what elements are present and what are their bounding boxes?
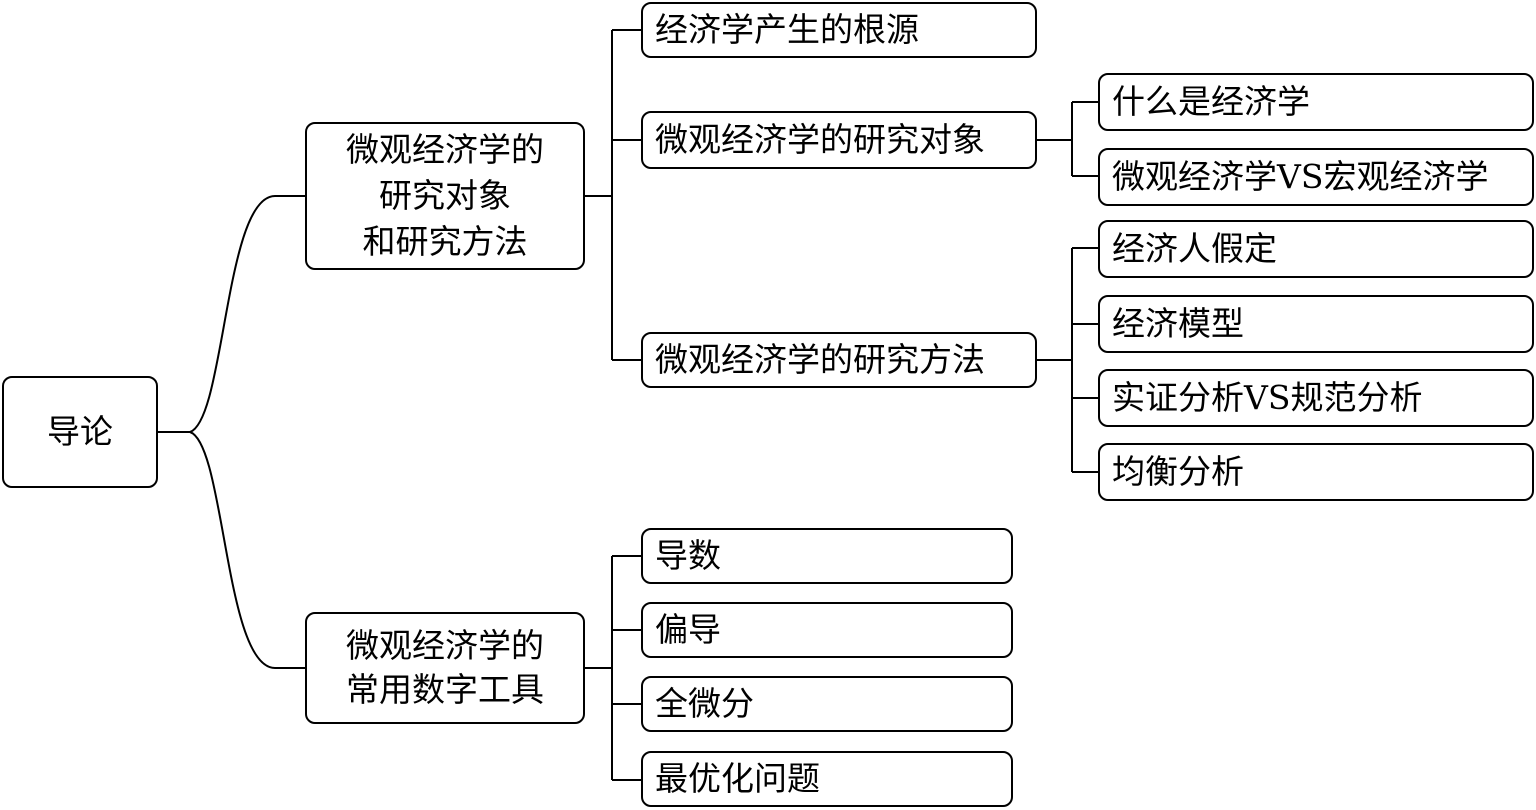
node-total-differential: 全微分 [641, 676, 1013, 732]
node-micro-vs-macro: 微观经济学VS宏观经济学 [1098, 148, 1534, 206]
connector-root-branch2 [189, 431, 305, 669]
node-research-object: 微观经济学的研究对象 [641, 111, 1037, 169]
node-positive-vs-normative: 实证分析VS规范分析 [1098, 369, 1534, 427]
node-derivative: 导数 [641, 528, 1013, 584]
branch-research-object-method: 微观经济学的 研究对象 和研究方法 [305, 122, 585, 270]
root-node: 导论 [2, 376, 158, 488]
node-equilibrium-analysis: 均衡分析 [1098, 443, 1534, 501]
connector-research-object-children [1072, 101, 1098, 177]
branch-math-tools: 微观经济学的 常用数字工具 [305, 612, 585, 724]
connector-root-branch1 [189, 195, 305, 433]
node-optimization-problem: 最优化问题 [641, 751, 1013, 807]
connector-branch2-children [612, 555, 641, 781]
node-economic-man: 经济人假定 [1098, 220, 1534, 278]
node-what-is-economics: 什么是经济学 [1098, 73, 1534, 131]
node-economic-model: 经济模型 [1098, 295, 1534, 353]
node-research-method: 微观经济学的研究方法 [641, 332, 1037, 388]
node-origin-of-economics: 经济学产生的根源 [641, 2, 1037, 58]
node-partial-derivative: 偏导 [641, 602, 1013, 658]
connector-branch1-children [612, 29, 641, 361]
connector-research-method-children [1072, 247, 1098, 473]
